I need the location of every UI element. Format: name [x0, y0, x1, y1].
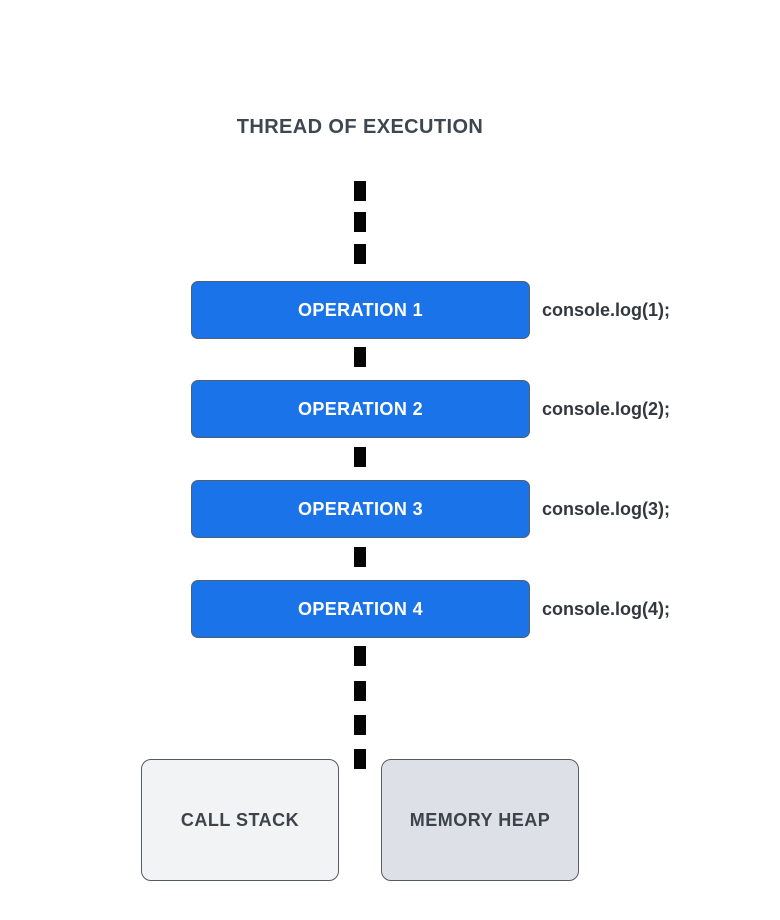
- call-stack-box: CALL STACK: [141, 759, 339, 881]
- thread-line-dash: [354, 547, 366, 567]
- operation-row: OPERATION 3 console.log(3);: [0, 480, 780, 538]
- thread-line-dash: [354, 715, 366, 735]
- operation-3-label: OPERATION 3: [297, 498, 424, 519]
- operation-4-code: console.log(4);: [542, 598, 671, 619]
- operation-3-code: console.log(3);: [542, 498, 671, 519]
- thread-line-dash: [354, 244, 366, 264]
- call-stack-label: CALL STACK: [180, 809, 300, 830]
- thread-line-dash: [354, 646, 366, 666]
- memory-heap-label: MEMORY HEAP: [409, 809, 551, 830]
- thread-line-dash: [354, 347, 366, 367]
- operation-2-box: OPERATION 2: [191, 380, 530, 438]
- thread-line-dash: [354, 749, 366, 769]
- operation-1-code: console.log(1);: [542, 299, 671, 320]
- memory-heap-box: MEMORY HEAP: [381, 759, 579, 881]
- thread-line-dash: [354, 681, 366, 701]
- operation-row: OPERATION 4 console.log(4);: [0, 580, 780, 638]
- thread-line-dash: [354, 181, 366, 201]
- operation-2-code: console.log(2);: [542, 398, 671, 419]
- operation-row: OPERATION 1 console.log(1);: [0, 281, 780, 339]
- thread-line-dash: [354, 212, 366, 232]
- diagram-title: THREAD OF EXECUTION: [236, 116, 484, 138]
- operation-1-label: OPERATION 1: [297, 299, 424, 320]
- operation-4-label: OPERATION 4: [297, 598, 424, 619]
- operation-3-box: OPERATION 3: [191, 480, 530, 538]
- operation-row: OPERATION 2 console.log(2);: [0, 380, 780, 438]
- operation-2-label: OPERATION 2: [297, 398, 424, 419]
- thread-line-dash: [354, 447, 366, 467]
- operation-1-box: OPERATION 1: [191, 281, 530, 339]
- operation-4-box: OPERATION 4: [191, 580, 530, 638]
